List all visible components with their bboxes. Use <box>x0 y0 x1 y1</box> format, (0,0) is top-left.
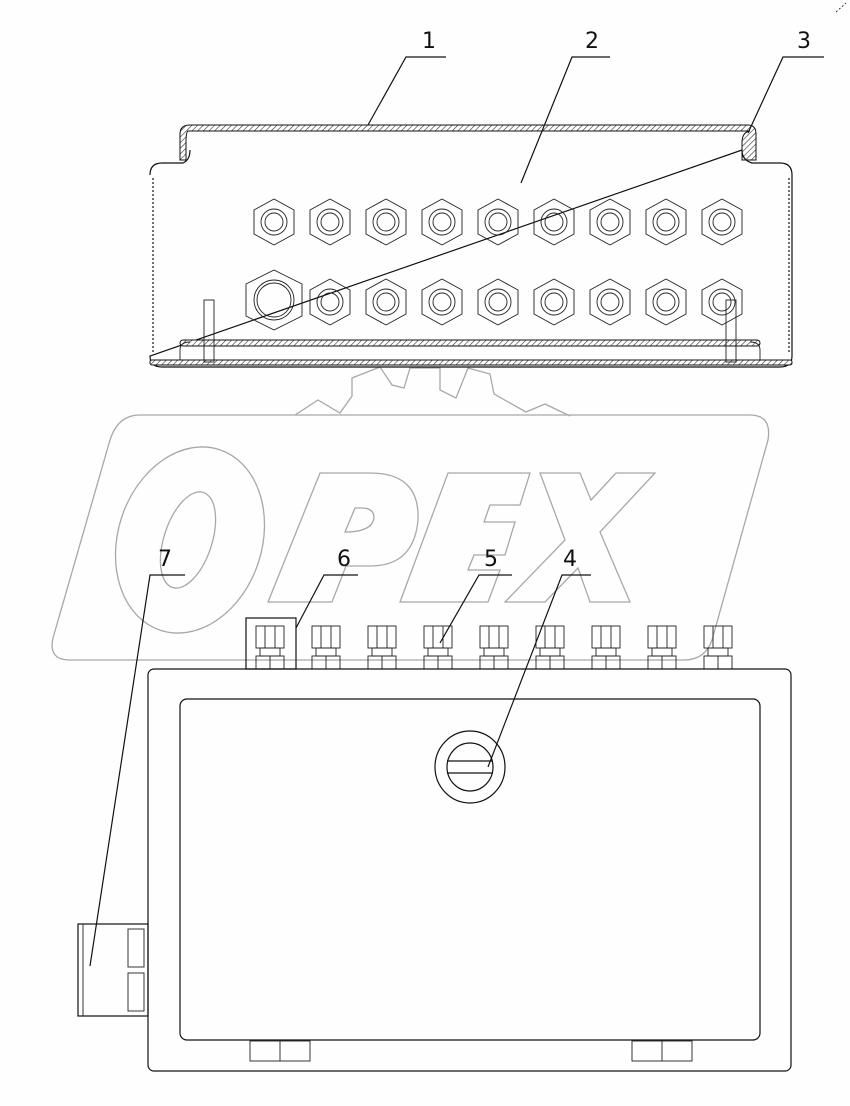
leader-4 <box>487 574 591 768</box>
side-hinge-block <box>77 923 149 1017</box>
gear-icon <box>294 366 571 417</box>
gland-row-2 <box>245 269 743 331</box>
logo-letter-x <box>503 472 657 603</box>
gland-nut-large <box>245 269 303 331</box>
front-view <box>77 617 792 1072</box>
mounting-pin-left <box>203 299 215 363</box>
gland-nut <box>365 278 407 326</box>
logo-letter-p <box>267 472 419 603</box>
callout-labels: 1 2 3 4 5 6 7 <box>158 29 811 572</box>
logo-letter-e <box>399 472 531 603</box>
gland-nut <box>533 198 575 246</box>
gland-nut <box>421 198 463 246</box>
mounting-pin-right <box>725 299 737 363</box>
gland-nut <box>645 198 687 246</box>
leader-3 <box>747 56 824 134</box>
callout-3: 3 <box>797 29 811 54</box>
cable-gland <box>647 625 677 670</box>
cable-gland <box>255 625 285 670</box>
gland-row-1 <box>253 198 743 246</box>
cable-gland <box>423 625 453 670</box>
gland-nut <box>253 198 295 246</box>
gland-nut <box>589 278 631 326</box>
logo-frame <box>51 414 770 661</box>
gland-nut <box>421 278 463 326</box>
leader-5 <box>439 574 512 644</box>
callout-6: 6 <box>337 547 351 572</box>
callout-1: 1 <box>422 29 436 54</box>
logo-letter-o-outer <box>114 446 266 634</box>
cable-gland <box>591 625 621 670</box>
leader-lines <box>89 56 824 967</box>
gland-nut <box>309 198 351 246</box>
gland-nut <box>533 278 575 326</box>
cable-gland <box>311 625 341 670</box>
lid-section <box>179 124 757 161</box>
gland-nut <box>477 278 519 326</box>
cover-lock <box>434 730 506 804</box>
callout-2: 2 <box>585 29 599 54</box>
callout-7: 7 <box>158 547 172 572</box>
cable-gland <box>367 625 397 670</box>
cable-glands <box>255 625 733 670</box>
callout-4: 4 <box>563 547 577 572</box>
cover-panel <box>179 698 761 1041</box>
gland-nut <box>701 278 743 326</box>
watermark-logo <box>51 366 770 661</box>
bottom-rail <box>179 339 761 347</box>
enclosure-body <box>149 149 793 368</box>
logo-letter-o-inner <box>159 491 217 589</box>
corner-mark <box>835 2 847 13</box>
cable-gland <box>479 625 509 670</box>
gland-nut <box>645 278 687 326</box>
gland-nut <box>365 198 407 246</box>
callout-5: 5 <box>484 547 498 572</box>
leader-7 <box>89 574 185 967</box>
top-view <box>149 124 793 368</box>
leader-6 <box>295 574 358 629</box>
cable-gland <box>535 625 565 670</box>
gland-nut <box>309 278 351 326</box>
enclosure-front <box>147 668 792 1072</box>
gland-nut <box>589 198 631 246</box>
gland-nut <box>477 198 519 246</box>
gland-nut <box>701 198 743 246</box>
leader-2 <box>520 56 610 184</box>
leader-1 <box>367 56 446 126</box>
